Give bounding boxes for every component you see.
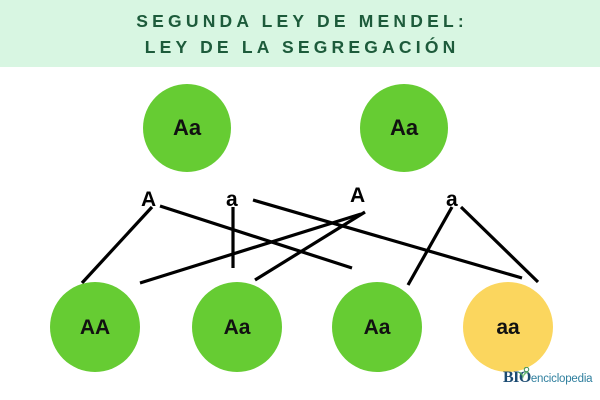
connection-line-A2-to-AA: [139, 212, 362, 285]
offspring-circle-Aa-2: Aa: [332, 282, 422, 372]
parent-circle-1: Aa: [143, 84, 231, 172]
allele-label-a-right: a: [446, 188, 458, 211]
header-band: SEGUNDA LEY DE MENDEL: LEY DE LA SEGREGA…: [0, 0, 600, 67]
offspring-circle-Aa-1: Aa: [192, 282, 282, 372]
connection-line-a2-to-aa: [459, 205, 540, 284]
page-title-line-2: LEY DE LA SEGREGACIÓN: [144, 36, 460, 57]
offspring-genotype-label-4: aa: [496, 315, 520, 339]
connection-line-A1-to-Aa2: [159, 204, 353, 270]
bioenciclopedia-logo: BIO enciclopedia: [503, 367, 593, 386]
connection-line-A1-to-AA: [80, 205, 154, 285]
connection-line-A2-to-Aa2: [254, 210, 366, 282]
connection-line-a2-to-Aa3: [406, 206, 454, 286]
parent-genotype-label-2: Aa: [389, 115, 419, 140]
logo-enciclopedia-text: enciclopedia: [530, 373, 593, 385]
offspring-genotype-label-2: Aa: [223, 315, 251, 339]
leaf-icon: [517, 367, 530, 380]
allele-label-a-left: a: [226, 188, 238, 211]
offspring-genotype-label-1: AA: [79, 315, 111, 339]
allele-label-A-left: A: [141, 188, 157, 211]
parent-circle-2: Aa: [360, 84, 448, 172]
offspring-circle-AA: AA: [50, 282, 140, 372]
page-title-line-1: SEGUNDA LEY DE MENDEL:: [136, 10, 468, 31]
allele-label-A-right: A: [350, 184, 366, 207]
offspring-circle-aa: aa: [463, 282, 553, 372]
offspring-genotype-label-3: Aa: [363, 315, 391, 339]
connection-line-a1-to-aa: [252, 198, 523, 280]
parent-genotype-label-1: Aa: [172, 115, 202, 140]
